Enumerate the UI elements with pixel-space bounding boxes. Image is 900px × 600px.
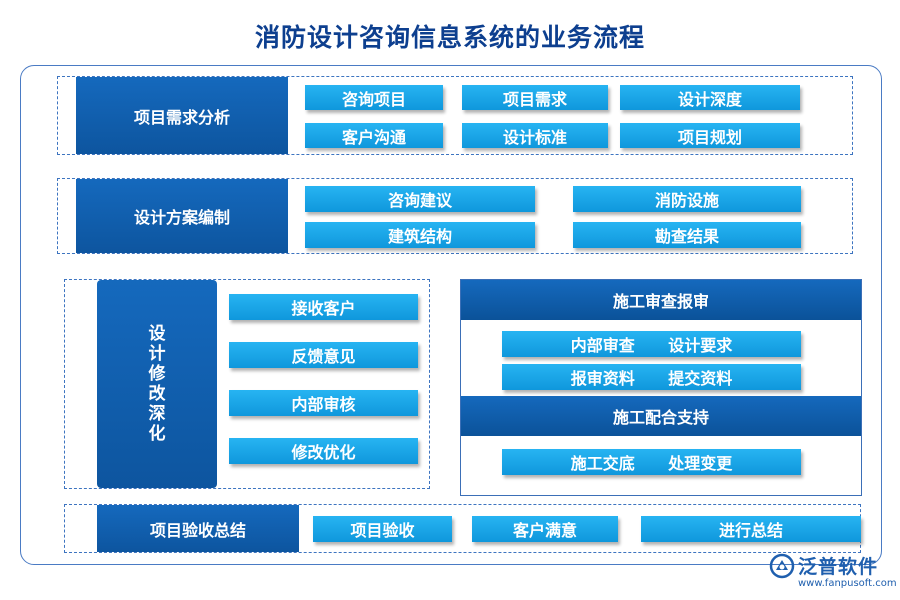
item-consult-project[interactable]: 咨询项目 — [305, 85, 443, 110]
outer-frame — [20, 65, 882, 565]
section-acceptance-header: 项目验收总结 — [97, 505, 299, 552]
section-construction-review-header: 施工审查报审 — [461, 280, 861, 320]
item-feedback[interactable]: 反馈意见 — [229, 342, 418, 368]
item-receive-client[interactable]: 接收客户 — [229, 294, 418, 320]
section-design-revision-header: 设计修改深化 — [97, 280, 217, 488]
fanpu-logo-icon — [769, 553, 795, 579]
item-summary[interactable]: 进行总结 — [641, 516, 861, 542]
section-design-plan-header: 设计方案编制 — [76, 179, 288, 253]
section-construction-support-header: 施工配合支持 — [461, 396, 861, 436]
item-building-structure[interactable]: 建筑结构 — [305, 222, 535, 248]
item-client-satisfaction[interactable]: 客户满意 — [472, 516, 618, 542]
item-project-acceptance[interactable]: 项目验收 — [313, 516, 452, 542]
item-project-needs[interactable]: 项目需求 — [462, 85, 608, 110]
section-design-revision-title: 设计修改深化 — [148, 324, 166, 444]
logo-name: 泛普软件 — [798, 556, 879, 578]
item-submit-materials[interactable]: 报审资料 提交资料 — [502, 364, 801, 390]
item-revise-optimize[interactable]: 修改优化 — [229, 438, 418, 464]
item-design-standard[interactable]: 设计标准 — [462, 123, 608, 148]
logo-url: www.fanpusoft.com — [798, 578, 897, 589]
item-handover-changes[interactable]: 施工交底 处理变更 — [502, 449, 801, 475]
item-consult-advice[interactable]: 咨询建议 — [305, 186, 535, 212]
fanpu-logo: 泛普软件 www.fanpusoft.com — [768, 552, 897, 596]
section-requirements — [57, 76, 853, 155]
item-review-requirements[interactable]: 内部审查 设计要求 — [502, 331, 801, 357]
section-design-revision — [64, 279, 430, 489]
item-fire-facilities[interactable]: 消防设施 — [573, 186, 801, 212]
section-requirements-header: 项目需求分析 — [76, 77, 288, 154]
item-internal-audit[interactable]: 内部审核 — [229, 390, 418, 416]
page-title: 消防设计咨询信息系统的业务流程 — [254, 23, 645, 52]
item-design-depth[interactable]: 设计深度 — [620, 85, 800, 110]
section-design-plan — [57, 178, 853, 254]
item-client-communication[interactable]: 客户沟通 — [305, 123, 443, 148]
item-survey-results[interactable]: 勘查结果 — [573, 222, 801, 248]
item-project-planning[interactable]: 项目规划 — [620, 123, 800, 148]
